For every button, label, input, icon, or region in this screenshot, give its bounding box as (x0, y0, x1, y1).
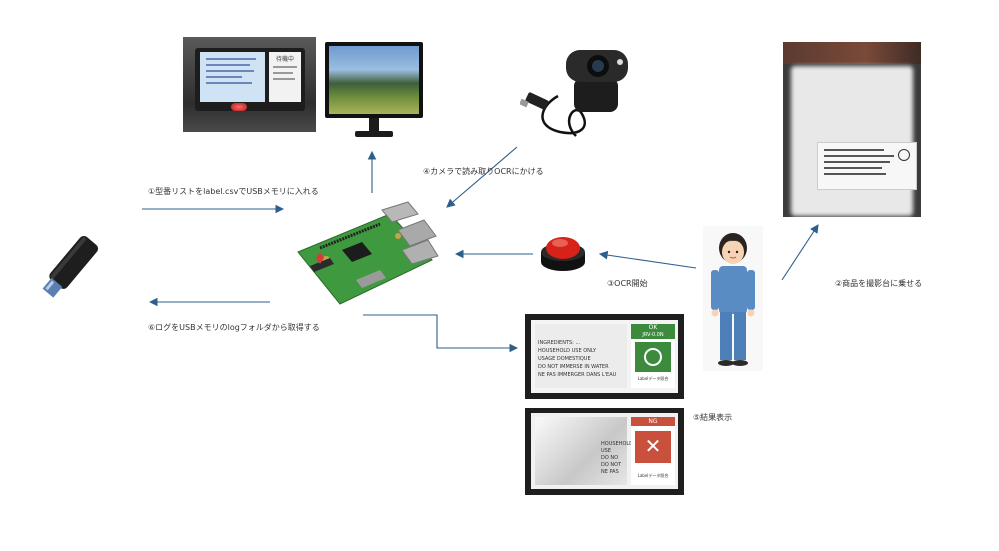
ok-circle-icon (644, 348, 662, 366)
ng-cross-icon: ✕ (644, 434, 662, 458)
ng-cross-panel: ✕ (635, 431, 671, 463)
ng-status: NG (631, 417, 675, 426)
red-led (231, 103, 247, 111)
ok-caption: Labelデータ照合 (637, 376, 669, 381)
ng-label-line: DO NO (601, 455, 619, 461)
monitor (325, 42, 425, 142)
ok-label-line: HOUSEHOLD USE ONLY (538, 348, 597, 354)
step4-label: ④カメラで読み取りOCRにかける (423, 167, 544, 176)
ok-status: OK (631, 324, 675, 332)
product-photo (783, 42, 921, 217)
step6-label: ⑥ログをUSBメモリのlogフォルダから取得する (148, 323, 320, 332)
monitor-bezel (325, 42, 423, 118)
ok-label-line: DO NOT IMMERSE IN WATER (538, 364, 609, 370)
ng-panel: NG ✕ Labelデータ照合 (631, 417, 675, 485)
ocr-start-button (541, 237, 585, 271)
raspberry-pi (297, 201, 439, 305)
ok-label-line: USAGE DOMESTIQUE (538, 356, 591, 362)
result-ok-photo: INGREDIENTS: ... HOUSEHOLD USE ONLY USAG… (525, 314, 684, 399)
step1-label: ①型番リストをlabel.csvでUSBメモリに入れる (148, 187, 319, 196)
product-label (817, 142, 917, 190)
monitor-stand (369, 118, 379, 132)
arrow-operator-to-photo (781, 224, 819, 281)
operator-figure (703, 226, 763, 371)
ok-code: JRV-0.0N (631, 332, 675, 339)
ng-label-line: DO NOT (601, 462, 622, 468)
result-ng-photo: HOUSEHOLD USE DO NO DO NOT NE PAS NG ✕ L… (525, 408, 684, 495)
monitor-base (355, 131, 393, 137)
monitor-screen (329, 46, 419, 114)
webcam (520, 50, 628, 137)
display-badge: 待機中 (275, 56, 294, 63)
ng-label-line: HOUSEHOLD (601, 441, 634, 447)
usb-stick (42, 235, 99, 298)
ng-label-area: HOUSEHOLD USE DO NO DO NOT NE PAS (535, 417, 633, 485)
ok-panel: OK JRV-0.0N Labelデータ照合 (631, 324, 675, 388)
touch-display-photo: 待機中 (183, 37, 316, 132)
step3-label: ③OCR開始 (607, 279, 648, 288)
ok-label-area: INGREDIENTS: ... HOUSEHOLD USE ONLY USAG… (535, 324, 627, 388)
step2-label: ②商品を撮影台に乗せる (835, 279, 923, 288)
ok-label-line: INGREDIENTS: ... (538, 340, 581, 346)
ng-label-line: NE PAS (601, 469, 619, 475)
step5-label: ⑤結果表示 (693, 413, 733, 422)
ng-caption: Labelデータ照合 (637, 473, 669, 478)
arrow-operator-to-button (598, 250, 697, 269)
blurred-package (791, 66, 913, 216)
arrow-camera-to-pi (446, 146, 518, 208)
ok-circle-panel (635, 342, 671, 372)
arrow-pi-to-result (363, 314, 519, 353)
touch-display-screen: 待機中 (195, 48, 305, 111)
ok-label-line: NE PAS IMMERGER DANS L'EAU (538, 372, 617, 378)
ng-label-line: USE (601, 448, 611, 454)
